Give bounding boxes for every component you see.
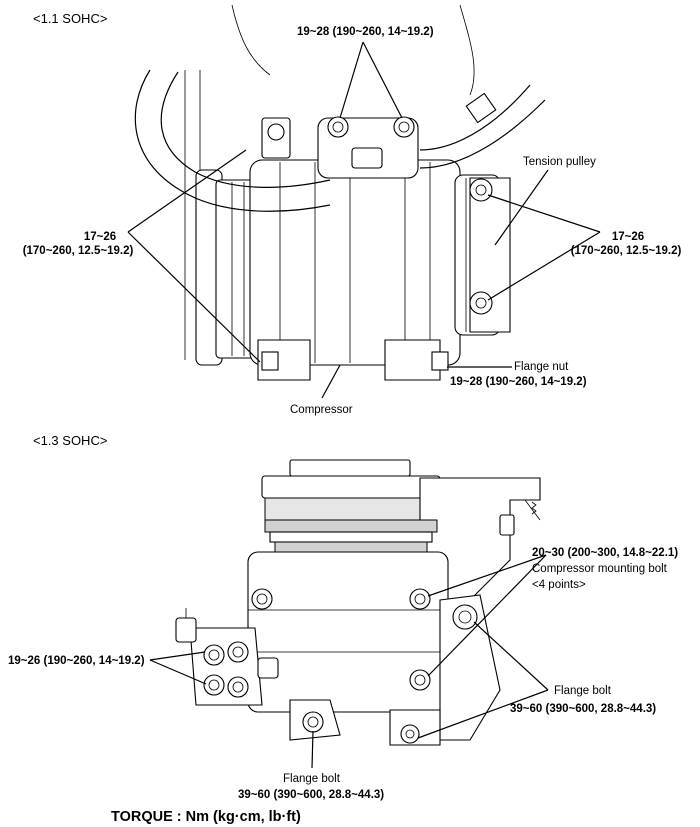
torque-units-footer: TORQUE : Nm (kg·cm, lb·ft) [111,809,301,825]
flange-nut-label: Flange nut [514,361,569,373]
flange-bolt-bottom-torque-label: 39~60 (390~600, 28.8~44.3) [238,789,384,801]
top-section-title: <1.1 SOHC> [33,11,107,26]
flange-bolt-bottom-label: Flange bolt [283,773,341,785]
top-leader-lines [127,41,601,399]
mount-bolt-torque-label: 20~30 (200~300, 14.8~22.1) [532,547,678,559]
top-bolts-torque-label: 19~28 (190~260, 14~19.2) [297,26,434,38]
tension-pulley-label: Tension pulley [523,156,596,168]
bottom-leader-lines [149,554,549,769]
mount-bolt-name-label: Compressor mounting bolt [532,563,668,575]
right-bolts-torque-line2: (170~260, 12.5~19.2) [571,245,682,257]
flange-bolt-right-label: Flange bolt [554,685,612,697]
top-compressor-illustration [134,4,546,381]
flange-bolt-right-torque-label: 39~60 (390~600, 28.8~44.3) [510,703,656,715]
compressor-label: Compressor [290,404,353,416]
manifold-bolts-torque-label: 19~26 (190~260, 14~19.2) [8,655,145,667]
bottom-compressor-illustration [175,459,541,746]
left-bolts-torque-line2: (170~260, 12.5~19.2) [23,245,134,257]
bottom-section-title: <1.3 SOHC> [33,433,107,448]
right-bolts-torque-line1: 17~26 [612,231,644,243]
mount-bolt-points-label: <4 points> [532,579,586,591]
left-bolts-torque-line1: 17~26 [84,231,116,243]
flange-nut-torque-label: 19~28 (190~260, 14~19.2) [450,376,587,388]
